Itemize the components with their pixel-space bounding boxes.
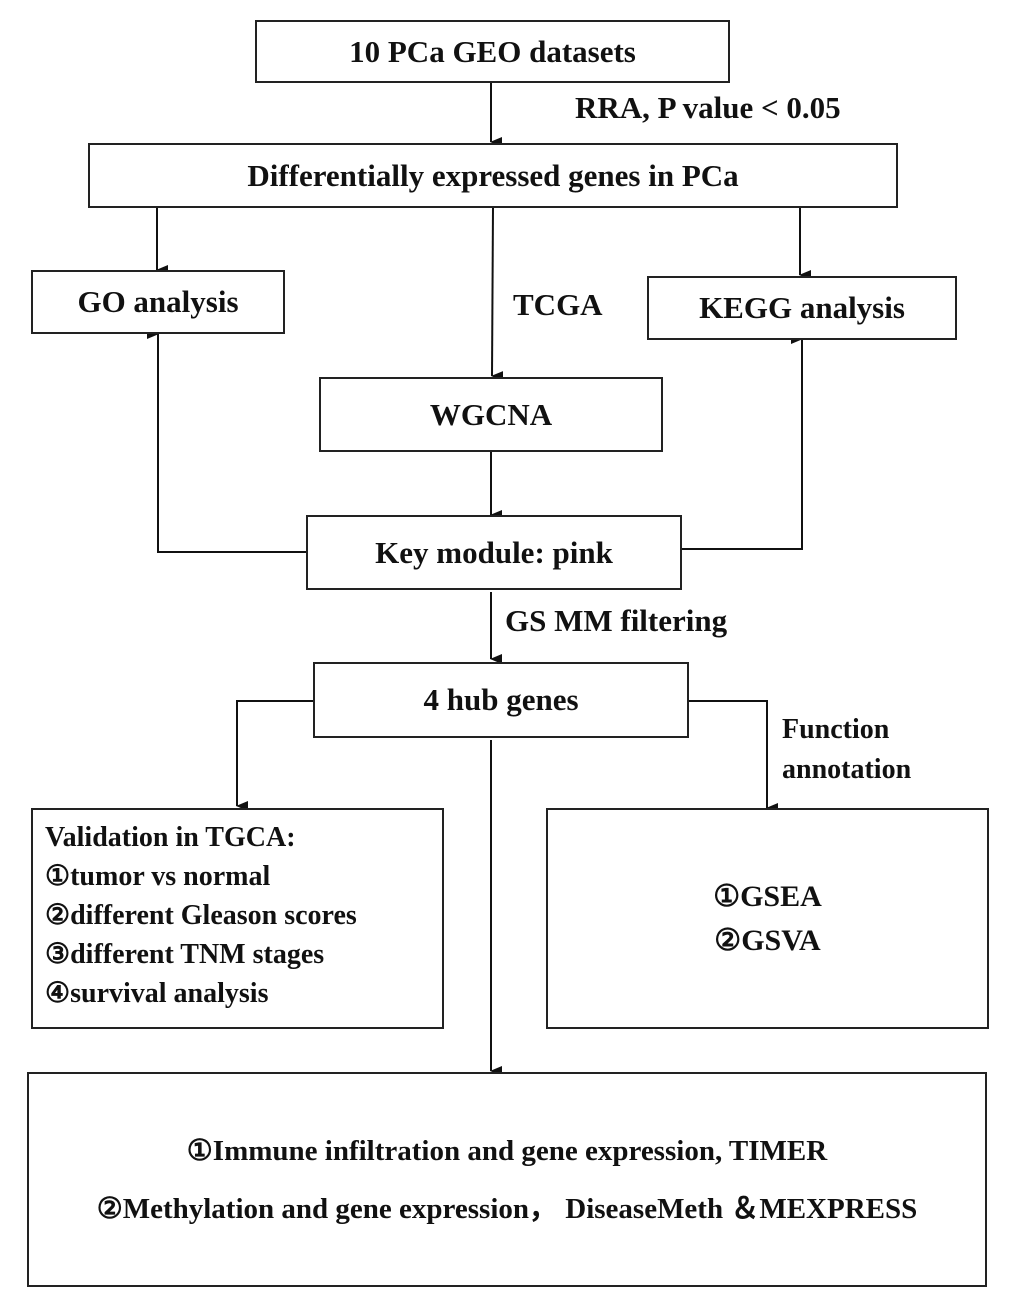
node-deg-label: Differentially expressed genes in PCa — [247, 157, 739, 193]
validation-item: ②different Gleason scores — [45, 900, 357, 931]
node-geo-datasets: 10 PCa GEO datasets — [255, 20, 730, 83]
bottom-item: ②Methylation and gene expression， Diseas… — [96, 1192, 918, 1225]
arrow-deg-to-wgcna — [491, 206, 504, 382]
function-item: ②GSVA — [714, 923, 821, 957]
validation-title: Validation in TGCA: — [45, 822, 296, 853]
node-module-label: Key module: pink — [375, 534, 613, 570]
node-deg: Differentially expressed genes in PCa — [88, 143, 898, 208]
node-wgcna: WGCNA — [319, 377, 663, 452]
node-validation: Validation in TGCA: ①tumor vs normal ②di… — [31, 808, 444, 1029]
arrow-hub-to-function — [687, 700, 778, 813]
node-hub-label: 4 hub genes — [423, 682, 579, 717]
node-geo-label: 10 PCa GEO datasets — [349, 33, 636, 69]
node-wgcna-label: WGCNA — [429, 396, 553, 432]
edge-label-rra: RRA, P value < 0.05 — [575, 90, 841, 125]
edge-label-function-line2: annotation — [782, 754, 912, 785]
arrow-module-to-kegg — [681, 334, 803, 550]
validation-item: ③different TNM stages — [45, 939, 325, 970]
node-immune-methylation: ①Immune infiltration and gene expression… — [27, 1072, 987, 1287]
edge-label-tcga: TCGA — [513, 287, 603, 322]
edge-label-function: Function annotation — [782, 710, 911, 790]
arrow-hub-to-validation — [236, 700, 313, 811]
node-go-label: GO analysis — [77, 284, 239, 319]
edge-label-function-line1: Function — [782, 714, 890, 745]
arrow-module-to-go — [147, 329, 307, 553]
node-go-analysis: GO analysis — [31, 270, 285, 334]
bottom-item: ①Immune infiltration and gene expression… — [186, 1134, 828, 1167]
validation-item: ④survival analysis — [45, 978, 269, 1009]
validation-item: ①tumor vs normal — [45, 861, 271, 892]
node-kegg-label: KEGG analysis — [699, 290, 905, 325]
edge-label-gs-mm: GS MM filtering — [505, 603, 728, 638]
node-kegg-analysis: KEGG analysis — [647, 276, 957, 340]
function-item: ①GSEA — [713, 879, 822, 913]
node-key-module: Key module: pink — [306, 515, 682, 590]
node-hub-genes: 4 hub genes — [313, 662, 689, 738]
node-function-annotation: ①GSEA ②GSVA — [546, 808, 989, 1029]
